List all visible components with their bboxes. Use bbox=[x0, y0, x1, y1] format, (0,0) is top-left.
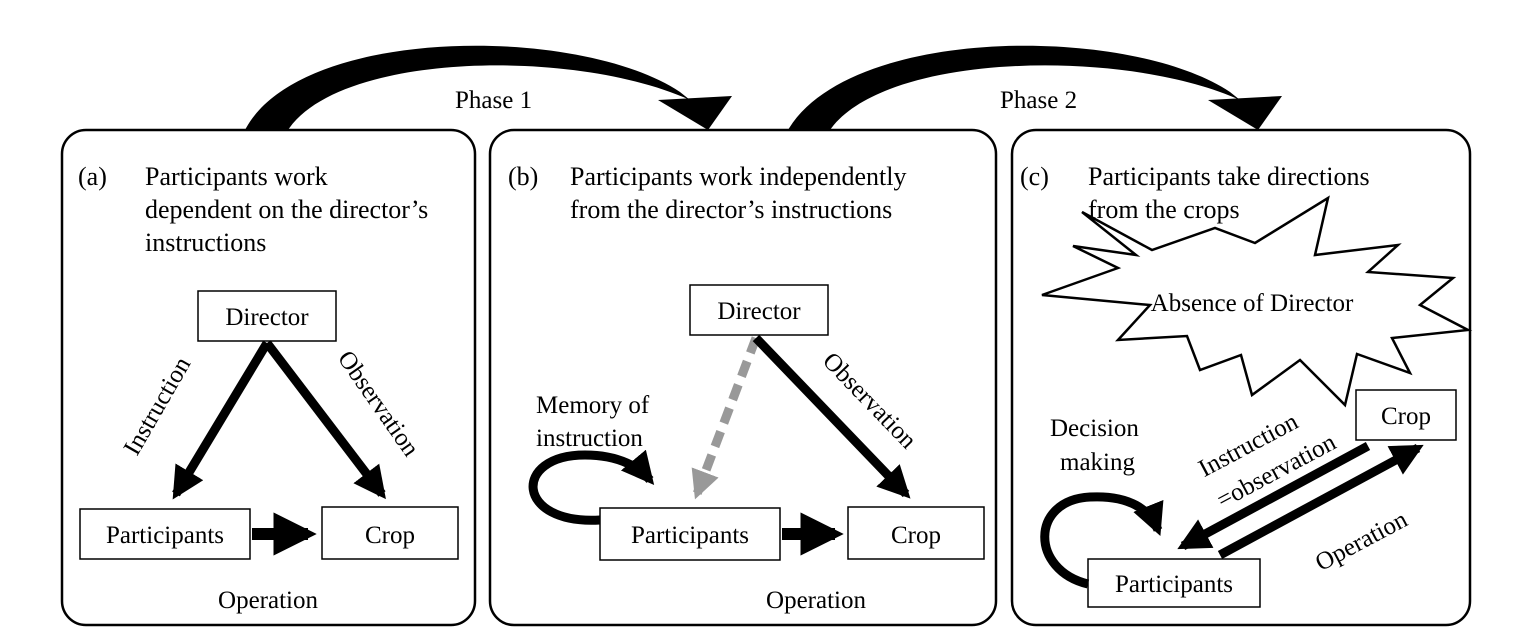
panel-c-letter: (c) bbox=[1020, 162, 1049, 191]
panel-b-operation-label: Operation bbox=[766, 587, 866, 614]
panel-b-memory-line-2: instruction bbox=[536, 425, 643, 452]
panel-b-heading-line-1: Participants work independently bbox=[570, 162, 906, 191]
panel-b-observation-label: Observation bbox=[817, 347, 922, 454]
panel-a-participants-label: Participants bbox=[106, 522, 224, 549]
panel-c-participants-label: Participants bbox=[1115, 571, 1233, 598]
phase-2-label: Phase 2 bbox=[1000, 87, 1077, 114]
panel-b-observation-arrow bbox=[752, 334, 911, 499]
panel-a-operation-label: Operation bbox=[218, 587, 318, 614]
panel-c-decision-loop-arrow bbox=[1040, 492, 1164, 589]
panel-a-director-box bbox=[197, 290, 337, 342]
panel-b-participants-label: Participants bbox=[631, 522, 749, 549]
panel-b-memory-loop-arrow bbox=[528, 449, 655, 525]
panel-c-heading-line-2: from the crops bbox=[1088, 195, 1240, 224]
panel-c-operation-arrow bbox=[1217, 444, 1424, 559]
panel-b-director-label: Director bbox=[717, 298, 801, 325]
panel-b-memory-line-1: Memory of bbox=[536, 392, 650, 419]
panel-c-operation-label: Operation bbox=[1311, 506, 1412, 577]
panel-a-heading-line-1: Participants work bbox=[145, 162, 328, 191]
panel-c-heading-line-1: Participants take directions bbox=[1088, 162, 1370, 191]
phase-2-arc bbox=[788, 45, 1282, 130]
panel-b-heading-line-2: from the director’s instructions bbox=[570, 195, 892, 224]
panel-c-starburst bbox=[1041, 195, 1473, 408]
panel-c-instruction-arrow bbox=[1177, 442, 1371, 550]
panel-b-dashed-instruction-arrow bbox=[691, 336, 761, 500]
panel-a-instruction-label: Instruction bbox=[119, 352, 197, 460]
panel-b-crop-label: Crop bbox=[891, 522, 941, 549]
panel-c-absence-label: Absence of Director bbox=[1151, 290, 1354, 317]
panel-b-letter: (b) bbox=[508, 162, 538, 191]
panel-b-frame bbox=[488, 128, 998, 627]
panel-a-crop-box bbox=[321, 506, 459, 560]
panel-a-heading-line-2: dependent on the director’s bbox=[145, 195, 428, 224]
panel-a-frame bbox=[60, 128, 477, 627]
panel-a-observation-arrow bbox=[263, 340, 386, 500]
panel-b-director-box bbox=[689, 284, 829, 336]
panel-a-letter: (a) bbox=[78, 162, 107, 191]
panel-c-participants-box bbox=[1087, 558, 1261, 608]
panel-a-participants-box bbox=[79, 508, 251, 560]
panel-a-director-label: Director bbox=[225, 304, 309, 331]
panel-c-decision-line-2: making bbox=[1060, 449, 1135, 476]
panel-c-frame bbox=[1010, 128, 1472, 627]
phase-1-arc bbox=[245, 45, 732, 130]
panel-b-participants-box bbox=[599, 507, 781, 561]
panel-c-crop-box bbox=[1355, 389, 1457, 441]
panel-a-instruction-arrow bbox=[172, 340, 271, 500]
phase-1-label: Phase 1 bbox=[455, 87, 532, 114]
panel-a-heading-line-3: instructions bbox=[145, 228, 266, 257]
panel-a-crop-label: Crop bbox=[365, 522, 415, 549]
panel-c-decision-line-1: Decision bbox=[1050, 415, 1139, 442]
panel-c-crop-label: Crop bbox=[1381, 403, 1431, 430]
panel-b-crop-box bbox=[847, 506, 985, 560]
